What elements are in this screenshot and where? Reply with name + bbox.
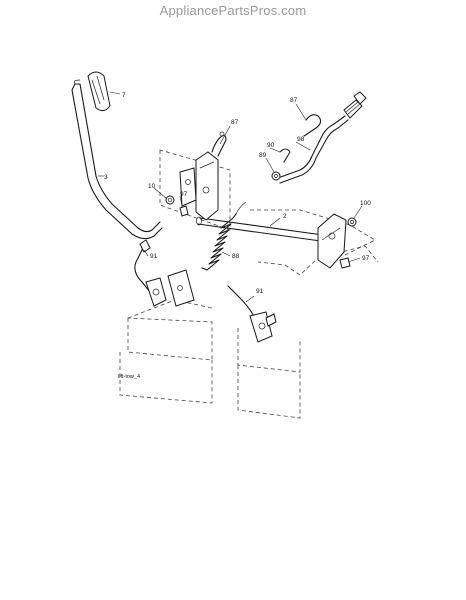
locknut-part-10	[165, 195, 175, 205]
diagram-code: lift-tow_4	[118, 374, 140, 380]
leader-lines	[98, 91, 363, 303]
cotter-pin-part-87a	[211, 131, 227, 157]
lift-lever-part-3	[71, 79, 163, 240]
callout-91b: 91	[256, 288, 264, 295]
link-rod-part-98	[277, 91, 367, 184]
left-deck-hanger	[167, 269, 195, 307]
callout-98: 98	[297, 136, 305, 143]
callout-90: 90	[267, 142, 275, 149]
deck-phantom	[119, 149, 379, 419]
callout-labels: 7 87 3 90 87 98 89 10 97 2 100 88 91 97 …	[104, 92, 371, 380]
callout-3: 3	[104, 174, 108, 181]
bolt-part-97a	[179, 205, 189, 217]
callout-89: 89	[259, 152, 267, 159]
callout-87a: 87	[231, 119, 239, 126]
callout-97a: 97	[180, 191, 188, 198]
pin-part-90	[279, 148, 291, 163]
right-lift-arm	[317, 213, 347, 269]
callout-7: 7	[122, 92, 126, 99]
callout-100: 100	[360, 200, 371, 207]
callout-10: 10	[148, 183, 156, 190]
watermark-text: AppliancePartsPros.com	[159, 3, 307, 18]
callout-91a: 91	[150, 253, 158, 260]
callout-97b: 97	[362, 255, 370, 262]
handle-grip-part-7	[87, 71, 111, 112]
callout-88: 88	[232, 253, 240, 260]
hair-clip-part-87b	[303, 114, 322, 137]
spring-part-88	[201, 201, 247, 271]
lift-link-part-91a	[134, 239, 167, 307]
nut-part-100	[347, 217, 357, 227]
lift-link-part-91b	[227, 285, 277, 343]
callout-87b: 87	[290, 97, 298, 104]
center-bracket	[179, 151, 219, 221]
callout-2: 2	[283, 213, 287, 220]
washer-part-89	[271, 171, 281, 181]
bolt-part-97b	[339, 257, 351, 269]
lift-shaft-part-2	[196, 216, 331, 243]
